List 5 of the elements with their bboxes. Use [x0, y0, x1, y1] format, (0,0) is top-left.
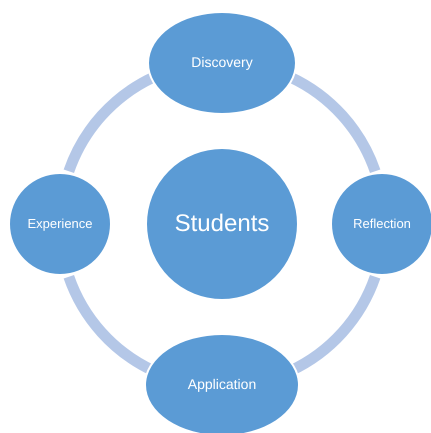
node-label: Students [174, 209, 270, 239]
node-label: Reflection [353, 216, 411, 232]
node-label: Experience [27, 216, 93, 232]
node-label: Discovery [191, 54, 253, 72]
node-label: Application [188, 376, 256, 394]
